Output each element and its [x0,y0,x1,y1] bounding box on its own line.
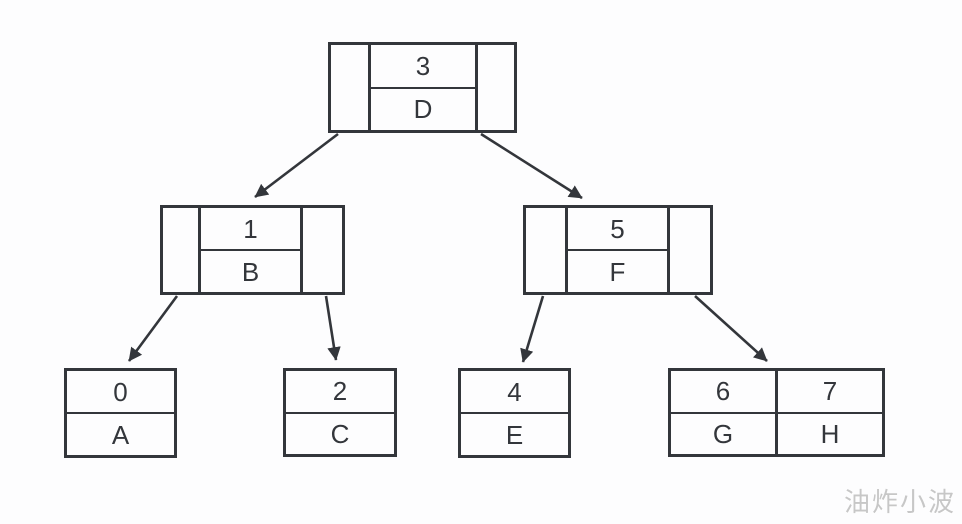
node-1B-key: 1 [201,208,300,251]
btree-node-1B: 1 B [160,205,345,295]
node-1B-value: B [241,256,260,287]
leaf-node-2C: 2 C [283,368,397,457]
node-5F-key-value-cell: 5 F [568,208,667,292]
edge-root-to-node-5F [480,132,583,200]
btree-node-5F: 5 F [523,205,713,295]
leaf-67GH-key-6: 6 [671,371,775,414]
btree-node-root: 3 D [328,42,517,133]
leaf-67GH-column-7H: 7 H [778,371,882,454]
node-5F-left-pointer-cell [526,208,568,292]
leaf-67GH-column-6G: 6 G [671,371,778,454]
leaf-2C-value: C [330,418,350,449]
watermark-text: 油炸小波 [843,487,956,517]
leaf-67GH-key-7: 7 [778,371,882,414]
edge-node-1B-to-leaf-2C [324,295,341,361]
edge-root-to-node-1B [254,132,339,199]
root-key: 3 [371,45,475,89]
root-key-value-cell: 3 D [371,45,475,130]
leaf-4E-key: 4 [461,371,568,414]
leaf-node-0A: 0 A [64,368,177,458]
root-left-pointer-cell [331,45,371,130]
edge-node-1B-to-leaf-0A [127,295,179,362]
leaf-67GH-value-G: G [712,418,734,449]
leaf-node-67GH: 6 G 7 H [668,368,885,457]
leaf-4E-value: E [505,419,524,450]
leaf-67GH-value-H: H [820,418,840,449]
node-1B-left-pointer-cell [163,208,201,292]
node-5F-value: F [609,256,626,287]
node-5F-key: 5 [568,208,667,251]
root-right-pointer-cell [475,45,514,130]
edge-node-5F-to-leaf-4E [520,295,545,363]
leaf-node-4E: 4 E [458,368,571,458]
edge-node-5F-to-leaf-67GH [694,295,768,362]
node-1B-right-pointer-cell [300,208,342,292]
root-value: D [413,94,433,125]
leaf-0A-key: 0 [67,371,174,414]
node-1B-key-value-cell: 1 B [201,208,300,292]
node-5F-right-pointer-cell [667,208,710,292]
leaf-2C-key: 2 [286,371,394,414]
leaf-0A-value: A [111,419,130,450]
